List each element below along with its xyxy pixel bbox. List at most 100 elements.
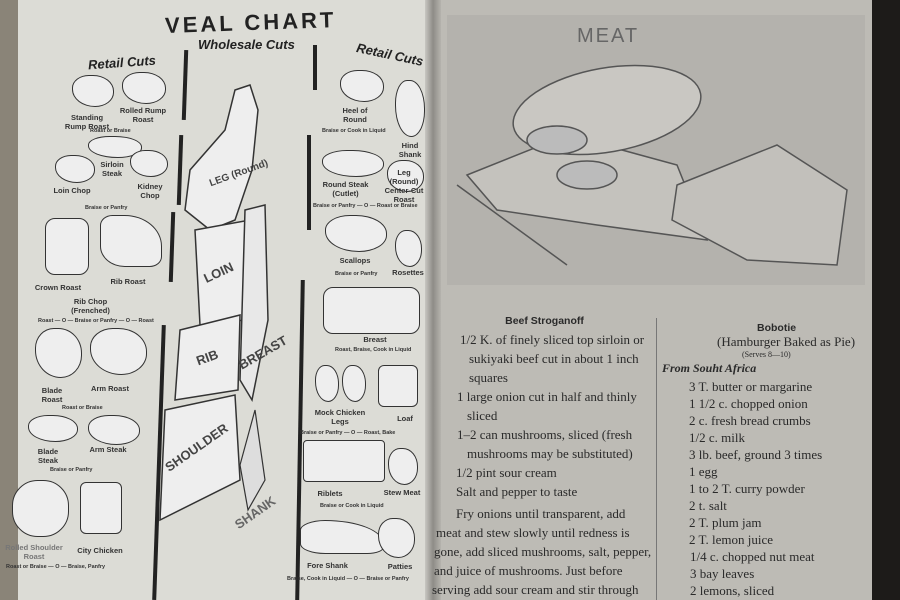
cooking-method: Braise, Cook in Liquid — O — Braise or P… (287, 576, 409, 582)
cut-label: Fore Shank (307, 561, 348, 570)
ingredient-line: Salt and pepper to taste (456, 484, 578, 499)
ingredient-line: 3 T. butter or margarine (689, 379, 813, 394)
cooking-method: Braise or Cook in Liquid (322, 128, 386, 134)
instruction-line: serving add sour cream and stir through (432, 582, 639, 597)
cut-illustration (35, 328, 82, 378)
cut-illustration (55, 155, 95, 183)
cut-illustration (303, 440, 385, 482)
cut-label: Standing Rump Roast (64, 113, 110, 131)
cut-label: Heel of Round (342, 106, 368, 124)
cut-illustration (72, 75, 114, 107)
cut-illustration (88, 136, 142, 158)
cooking-method: Braise or Panfry (85, 205, 128, 211)
recipe-serves: (Serves 8—10) (742, 350, 791, 359)
ingredient-line: sliced (467, 408, 498, 423)
recipe-origin: From Souht Africa (662, 361, 757, 375)
cut-label: Blade Roast (41, 386, 63, 404)
ingredient-line: 1–2 can mushrooms, sliced (fresh (457, 427, 633, 442)
cut-label: Stew Meat (383, 488, 421, 497)
background-edge (872, 0, 900, 600)
cut-label: Crown Roast (34, 283, 82, 292)
cut-illustration (387, 160, 424, 192)
cut-label: Hind Shank (398, 141, 422, 159)
ingredient-line: 1/2 K. of finely sliced top sirloin or (460, 332, 645, 347)
instruction-line: Fry onions until transparent, add (456, 506, 626, 521)
ingredient-line: mushrooms may be substituted) (467, 446, 633, 461)
instruction-line: gone, add sliced mushrooms, salt, pepper… (434, 544, 652, 559)
wholesale-cuts-header: Wholesale Cuts (198, 37, 295, 52)
book-gutter (425, 0, 441, 600)
cut-label: Arm Steak (89, 445, 127, 454)
cut-illustration (130, 150, 168, 177)
instruction-line: and juice of mushrooms. Just before (434, 563, 623, 578)
cut-illustration (378, 365, 418, 407)
cut-label: City Chicken (77, 546, 123, 555)
ingredient-line: 2 c. fresh bread crumbs (689, 413, 811, 428)
cut-label: Rosettes (392, 268, 424, 277)
cut-label: Rolled Rump Roast (119, 106, 167, 124)
ingredient-line: sukiyaki beef cut in about 1 inch (469, 351, 639, 366)
cut-label: Scallops (339, 256, 371, 265)
ingredient-line: 1 egg (689, 464, 718, 479)
cut-illustration (395, 230, 422, 267)
cut-label: Mock Chicken Legs (314, 408, 366, 426)
ingredient-line: 3 bay leaves (690, 566, 755, 581)
cut-label: Rib Roast (110, 277, 146, 286)
recipe-title: Bobotie (757, 322, 797, 334)
cut-label: Rolled Shoulder Roast (5, 543, 63, 561)
ingredient-line: 2 T. lemon juice (689, 532, 773, 547)
cut-label: Breast (363, 335, 387, 344)
cooking-method: Braise or Panfry (50, 467, 93, 473)
cut-illustration (378, 518, 415, 558)
illustration-label: MEAT (577, 25, 640, 47)
recipe-subtitle: (Hamburger Baked as Pie) (717, 334, 856, 349)
ingredient-line: 1 1/2 c. chopped onion (689, 396, 808, 411)
cut-label: Leg (Round) Center-Cut Roast (384, 168, 424, 204)
ingredient-line: 1/2 c. milk (689, 430, 745, 445)
cut-illustration (90, 328, 147, 375)
cut-label: Loaf (397, 414, 413, 423)
ingredient-line: 1/4 c. chopped nut meat (690, 549, 815, 564)
cut-label: Kidney Chop (137, 182, 163, 200)
recipe-title: Beef Stroganoff (505, 315, 584, 327)
cut-illustration (315, 365, 339, 402)
recipe-bobotie: Bobotie (Hamburger Baked as Pie) (Serves… (662, 322, 872, 599)
cut-illustration (45, 218, 89, 275)
cut-illustration (323, 287, 420, 334)
ingredient-line: 2 t. salt (689, 498, 727, 513)
cooking-method: Roast, Braise, Cook in Liquid (335, 347, 412, 353)
recipe-beef-stroganoff: Beef Stroganoff 1/2 K. of finely sliced … (432, 315, 657, 599)
cut-illustration (395, 80, 425, 137)
cut-illustration (340, 70, 384, 102)
ingredient-line: 3 lb. beef, ground 3 times (689, 447, 823, 462)
cut-illustration (12, 480, 69, 537)
cut-illustration (342, 365, 366, 402)
cut-illustration (88, 415, 140, 445)
meat-illustration: MEAT (447, 15, 865, 285)
cooking-method: Braise or Panfry (335, 271, 378, 277)
cooking-method: Roast or Braise — O — Braise, Panfry (6, 564, 106, 570)
cooking-method: Roast — O — Braise or Panfry — O — Roast (38, 318, 154, 324)
cut-illustration (325, 215, 387, 252)
cooking-method: Braise or Cook in Liquid (320, 503, 384, 509)
cut-illustration (122, 72, 166, 104)
cooking-method: Braise or Panfry — O — Roast or Braise (313, 203, 418, 209)
cut-label: Blade Steak (37, 447, 59, 465)
cut-label: Arm Roast (91, 384, 129, 393)
cut-illustration (28, 415, 78, 442)
divider-bar (307, 135, 311, 230)
cut-illustration (100, 215, 162, 267)
cut-label: Rib Chop (Frenched) (71, 297, 110, 315)
cooking-method: Roast or Braise (62, 405, 103, 411)
cut-illustration (388, 448, 418, 485)
veal-carcass-illustration (159, 84, 269, 522)
cut-label: Sirloin Steak (100, 160, 124, 178)
cut-label: Round Steak (Cutlet) (322, 180, 369, 198)
instruction-line: meat and stew slowly until redness is (436, 525, 630, 540)
cooking-method: Braise or Panfry — O — Roast, Bake (300, 430, 396, 436)
cut-illustration (322, 150, 384, 177)
divider-bar (313, 45, 317, 90)
ingredient-line: 2 T. plum jam (689, 515, 762, 530)
cut-label: Patties (387, 562, 413, 571)
ingredient-line: 1/2 pint sour cream (456, 465, 557, 480)
